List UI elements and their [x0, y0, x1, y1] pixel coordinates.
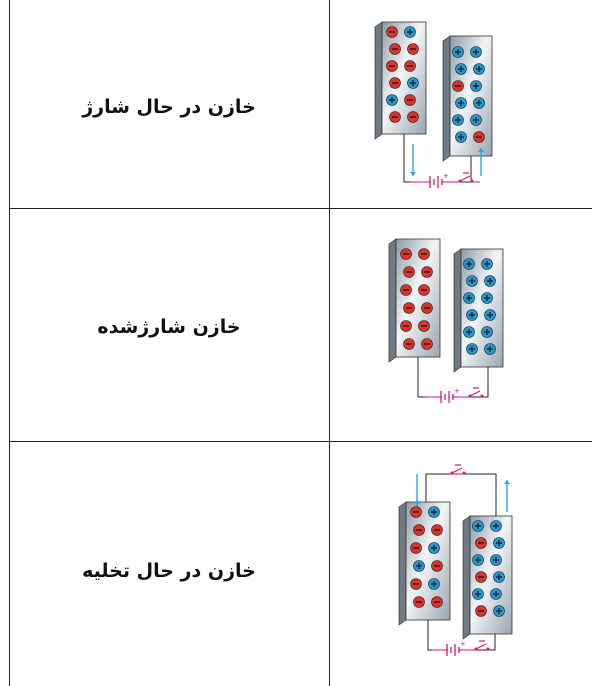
label-discharging: خازن در حال تخلیه: [9, 560, 329, 582]
figure-charged: +: [330, 209, 592, 441]
left-plate: [406, 502, 450, 620]
svg-text:+: +: [443, 172, 449, 180]
right-plate-edge: [454, 249, 461, 372]
wire-right: [470, 367, 488, 397]
label-charged: خازن شارژشده: [9, 316, 329, 338]
left-plate-edge: [389, 239, 396, 362]
right-plate-edge: [463, 516, 470, 639]
wire-left: [404, 134, 431, 182]
svg-text:+: +: [454, 387, 460, 395]
figure-charging: +: [330, 0, 592, 208]
left-plate: [382, 22, 426, 134]
svg-text:+: +: [460, 640, 466, 648]
left-plate-edge: [375, 22, 382, 139]
right-plate-edge: [443, 36, 450, 161]
wire-left: [418, 357, 442, 397]
left-plate-edge: [399, 502, 406, 625]
wire-left: [428, 620, 448, 650]
label-charging: خازن در حال شارژ: [9, 96, 329, 118]
figure-discharging: +: [330, 442, 592, 686]
capacitor-state-table: خازن در حال شارژ خازن شارژشده خازن در حا…: [9, 0, 592, 686]
